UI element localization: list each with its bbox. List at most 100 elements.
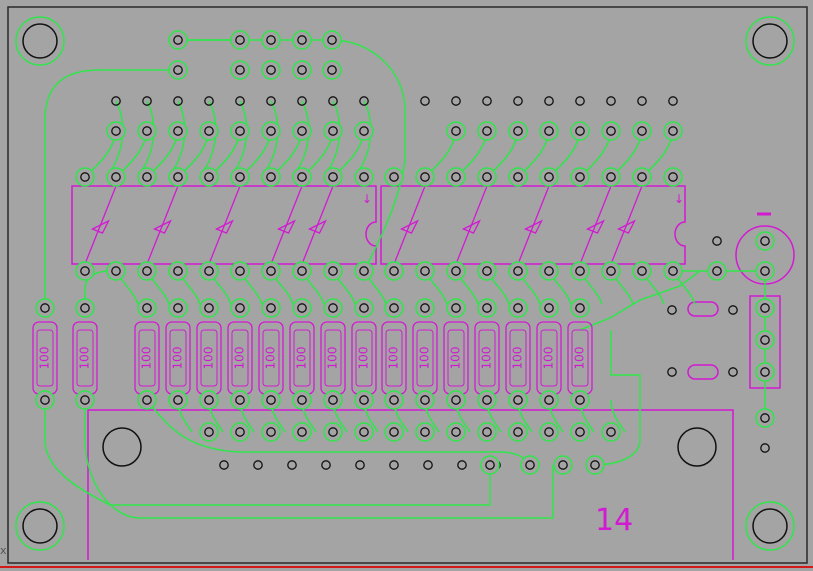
ic-pin xyxy=(570,167,590,187)
resistor-pad-bottom xyxy=(199,390,219,410)
resistor-pad-bottom xyxy=(415,390,435,410)
pin1-marker: ↓ xyxy=(362,192,372,206)
connector-pin xyxy=(355,460,365,470)
resistor-value-label: 100 xyxy=(449,347,463,370)
resistor-pad-top xyxy=(446,298,466,318)
via-pad xyxy=(601,121,621,141)
mounting-hole xyxy=(745,16,795,66)
resistor-pad-bottom xyxy=(539,390,559,410)
resistor-value-label: 100 xyxy=(542,347,556,370)
via-pad xyxy=(570,121,590,141)
direction-arrow xyxy=(146,185,179,265)
resistor-pad-bottom xyxy=(35,390,55,410)
direction-arrow xyxy=(517,185,550,265)
ic-pin xyxy=(292,261,312,281)
via-pad xyxy=(508,121,528,141)
via-pad xyxy=(544,96,554,106)
header-pad xyxy=(261,60,281,80)
connector-pin xyxy=(423,460,433,470)
direction-arrow xyxy=(270,185,303,265)
resistor-pad-top xyxy=(75,298,95,318)
resistor-pad-bottom xyxy=(323,390,343,410)
ic-pin xyxy=(539,167,559,187)
trace-top-bus xyxy=(178,39,406,272)
resistor-value-label: 100 xyxy=(264,347,278,370)
via-pad xyxy=(420,96,430,106)
resistor-value-label: 100 xyxy=(357,347,371,370)
connector-pin xyxy=(292,422,312,442)
ic-pin xyxy=(199,167,219,187)
resistor-pad-bottom xyxy=(354,390,374,410)
direction-arrow xyxy=(579,185,612,265)
via-pad xyxy=(230,121,250,141)
connector-pin xyxy=(480,455,500,475)
resistor-pad-bottom xyxy=(137,390,157,410)
led-pad xyxy=(755,261,775,281)
ic-pin xyxy=(261,261,281,281)
ic-pin xyxy=(168,167,188,187)
resistor: 100 xyxy=(196,321,222,395)
connector-pin xyxy=(457,460,467,470)
trace-res-to-conn xyxy=(610,399,626,433)
ic-pin xyxy=(601,167,621,187)
led-pad xyxy=(755,231,775,251)
ic-pin xyxy=(601,261,621,281)
ic-pin xyxy=(632,261,652,281)
resistor-pad-bottom xyxy=(75,390,95,410)
resistor-pad-top xyxy=(508,298,528,318)
ic-pin xyxy=(663,261,683,281)
connector-pin xyxy=(261,422,281,442)
via-pad xyxy=(539,121,559,141)
via-pad xyxy=(204,96,214,106)
resistor: 100 xyxy=(381,321,407,395)
via-pad xyxy=(235,96,245,106)
resistor-value-label: 100 xyxy=(387,347,401,370)
ic-pin xyxy=(323,167,343,187)
switch-pad xyxy=(755,362,775,382)
direction-arrow xyxy=(301,185,334,265)
connector-pin xyxy=(253,460,263,470)
via-pad xyxy=(451,96,461,106)
resistor-pad-top xyxy=(292,298,312,318)
via-pad xyxy=(477,121,497,141)
ic-pin xyxy=(199,261,219,281)
direction-arrow xyxy=(455,185,488,265)
resistor-value-label: 100 xyxy=(480,347,494,370)
ic-pin xyxy=(354,167,374,187)
via-pad xyxy=(606,96,616,106)
ic-pin xyxy=(570,261,590,281)
via-pad xyxy=(354,121,374,141)
mounting-hole xyxy=(15,501,65,551)
connector-pin xyxy=(230,422,250,442)
resistor-pad-bottom xyxy=(384,390,404,410)
ic-pin xyxy=(137,261,157,281)
connector-pin xyxy=(323,422,343,442)
via-pad xyxy=(663,121,683,141)
connector-pin xyxy=(570,422,590,442)
resistor-pad-bottom xyxy=(168,390,188,410)
connector-pin xyxy=(446,422,466,442)
via-pad xyxy=(106,121,126,141)
resistor-value-label: 100 xyxy=(233,347,247,370)
ic-pin xyxy=(292,167,312,187)
ic-pin xyxy=(384,167,404,187)
resistor-pad-top xyxy=(261,298,281,318)
connector-outline xyxy=(87,409,734,560)
trace-bottom-bus-2 xyxy=(84,400,554,519)
resistor-pad-top xyxy=(570,298,590,318)
connector-pin xyxy=(199,422,219,442)
resistor-pad-top xyxy=(477,298,497,318)
misc-pad xyxy=(667,367,677,377)
resistor-value-label: 100 xyxy=(511,347,525,370)
resistor-pad-top xyxy=(199,298,219,318)
via-pad xyxy=(199,121,219,141)
via-pad xyxy=(482,96,492,106)
header-pad xyxy=(292,60,312,80)
resistor: 100 xyxy=(165,321,191,395)
ic-pin xyxy=(415,167,435,187)
direction-arrow xyxy=(208,185,241,265)
header-pad xyxy=(292,30,312,50)
via-pad xyxy=(328,96,338,106)
